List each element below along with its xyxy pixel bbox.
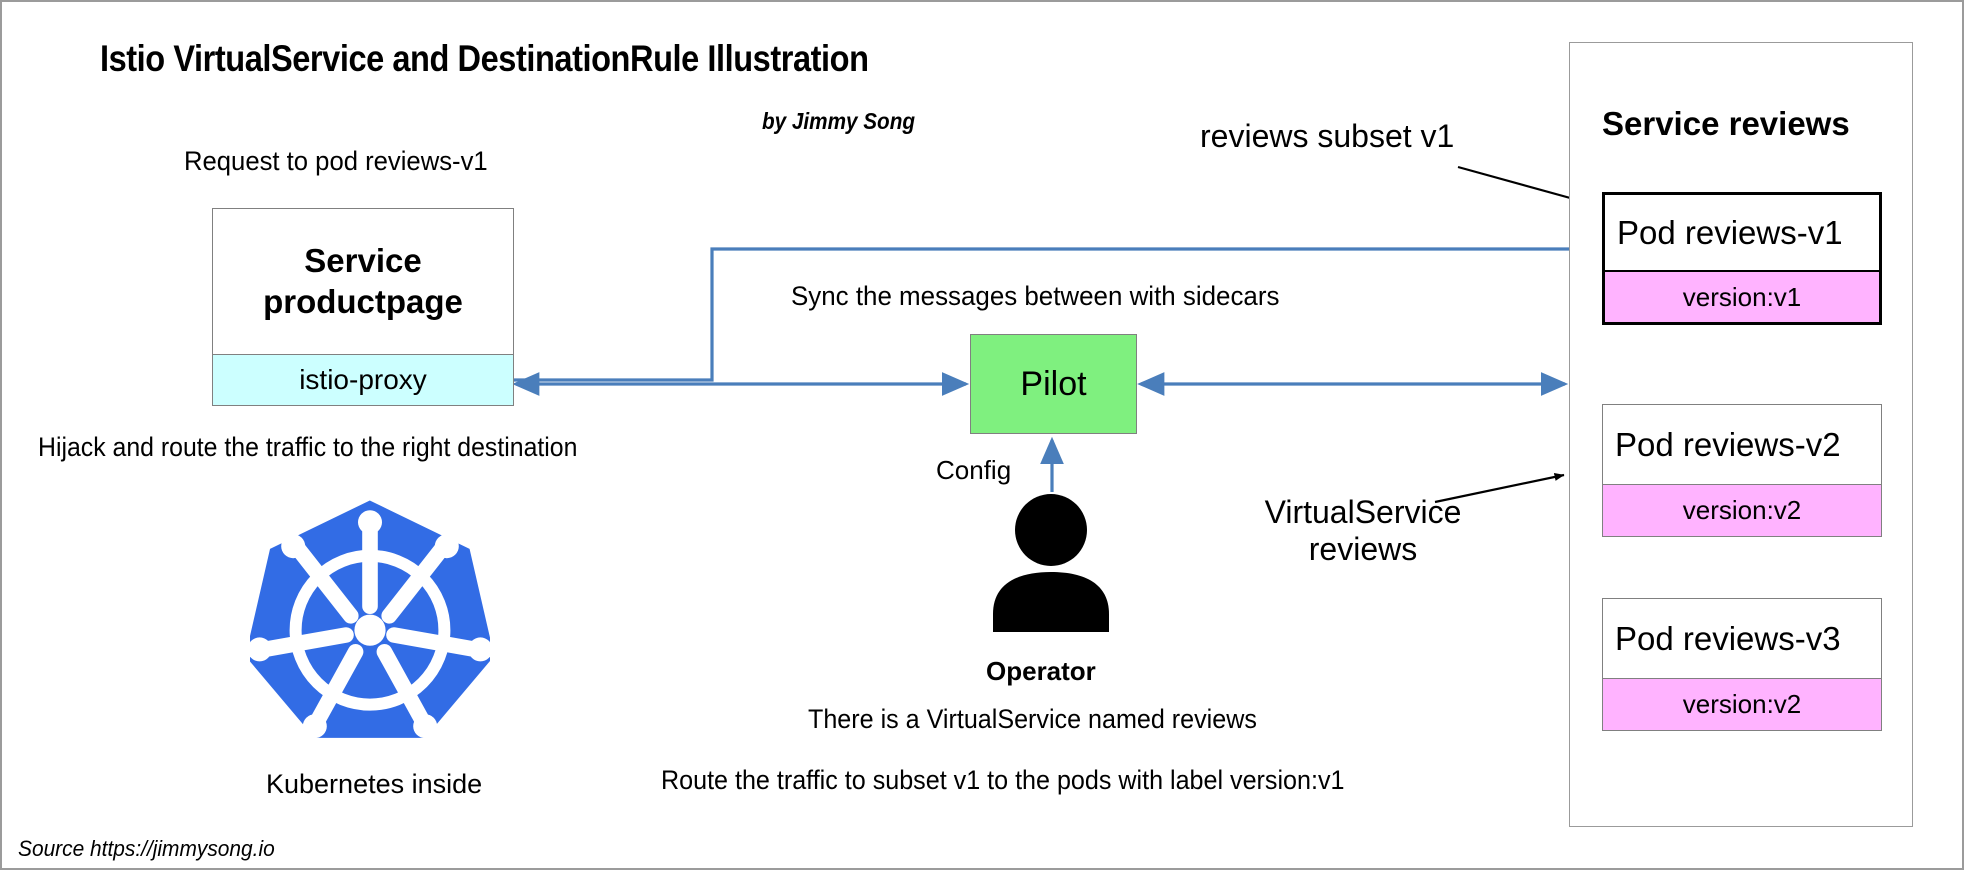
pod-name-label: Pod reviews-v3 [1602, 598, 1882, 678]
pilot-box[interactable]: Pilot [970, 334, 1137, 434]
pod-name-label: Pod reviews-v2 [1602, 404, 1882, 484]
service-productpage-title: Service productpage [263, 241, 463, 322]
pod-name-label: Pod reviews-v1 [1602, 192, 1882, 272]
config-label: Config [936, 455, 1012, 485]
operator-label: Operator [986, 656, 1096, 686]
productpage-title-line1: Service [304, 242, 422, 280]
virtualservice-reviews-label: VirtualService reviews [1264, 494, 1462, 568]
pod-reviews-v1[interactable]: Pod reviews-v1 version:v1 [1602, 192, 1882, 325]
byline: by Jimmy Song [762, 108, 915, 134]
pod-reviews-v3[interactable]: Pod reviews-v3 version:v2 [1602, 598, 1882, 731]
operator-person-icon [993, 494, 1109, 632]
source-footer: Source https://jimmysong.io [18, 836, 275, 861]
page-title: Istio VirtualService and DestinationRule… [100, 38, 869, 79]
service-productpage-box[interactable]: Service productpage [212, 208, 514, 355]
hijack-label: Hijack and route the traffic to the righ… [38, 432, 578, 462]
sync-label: Sync the messages between with sidecars [791, 281, 1280, 311]
pod-reviews-v2[interactable]: Pod reviews-v2 version:v2 [1602, 404, 1882, 537]
istio-proxy-sidecar-box[interactable]: istio-proxy [212, 354, 514, 406]
pod-version-label: version:v2 [1602, 484, 1882, 537]
pod-version-label: version:v1 [1602, 272, 1882, 325]
productpage-title-line2: productpage [263, 282, 463, 320]
note-line-1: There is a VirtualService named reviews [808, 704, 1257, 734]
pod-version-label: version:v2 [1602, 678, 1882, 731]
service-reviews-title: Service reviews [1602, 105, 1850, 142]
request-label: Request to pod reviews-v1 [184, 146, 488, 176]
kubernetes-icon [250, 500, 490, 739]
note-line-2: Route the traffic to subset v1 to the po… [661, 765, 1345, 795]
reviews-subset-label: reviews subset v1 [1200, 118, 1455, 154]
kubernetes-inside-label: Kubernetes inside [266, 769, 483, 799]
